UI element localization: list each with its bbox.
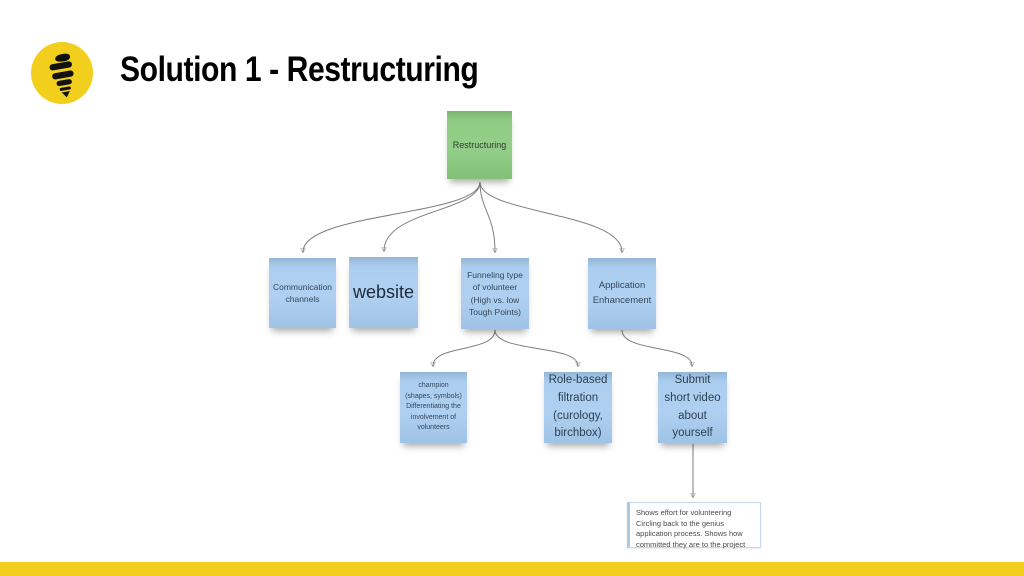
sticky-note-text: Restructuring xyxy=(452,140,507,150)
sticky-note-website[interactable]: website xyxy=(349,257,418,328)
sticky-note-application-enhancement[interactable]: Application Enhancement xyxy=(588,258,656,329)
connector-root-application xyxy=(479,181,622,252)
sticky-note-funneling-type[interactable]: Funneling type of volunteer (High vs. lo… xyxy=(461,258,529,329)
connector-funneling-rolebased xyxy=(494,329,578,366)
sticky-note-text: Communication channels xyxy=(272,281,333,304)
sticky-note-restructuring[interactable]: Restructuring xyxy=(447,111,512,179)
sticky-note-submit-video[interactable]: Submit short video about yourself xyxy=(658,372,727,443)
sticky-note-text: Submit short video about yourself xyxy=(664,373,721,440)
connector-root-funneling xyxy=(479,181,495,252)
annotation-text: Shows effort for volunteering Circling b… xyxy=(636,508,746,549)
connector-funneling-champion xyxy=(433,329,496,366)
sticky-note-text: Application Enhancement xyxy=(592,279,652,306)
slide-title: Solution 1 - Restructuring xyxy=(120,50,479,89)
sticky-note-text: website xyxy=(352,281,415,302)
slide-header: Solution 1 - Restructuring xyxy=(0,0,1024,110)
annotation-note[interactable]: Shows effort for volunteering Circling b… xyxy=(627,502,761,549)
cfl-lightbulb-icon xyxy=(31,42,93,104)
sticky-note-text: Funneling type of volunteer (High vs. lo… xyxy=(467,269,523,317)
connector-root-communication xyxy=(303,181,481,252)
sticky-note-role-based-filtration[interactable]: Role-based filtration (curology, birchbo… xyxy=(544,372,612,443)
sticky-note-champion[interactable]: champion (shapes, symbols) Differentiati… xyxy=(400,372,467,443)
slide-accent-bar xyxy=(0,562,1024,576)
sticky-note-text: champion (shapes, symbols) Differentiati… xyxy=(405,382,462,432)
sticky-note-communication-channels[interactable]: Communication channels xyxy=(269,258,336,328)
sticky-note-text: Role-based filtration (curology, birchbo… xyxy=(548,373,608,440)
connector-application-submit xyxy=(621,329,692,366)
connector-root-website xyxy=(384,181,481,251)
